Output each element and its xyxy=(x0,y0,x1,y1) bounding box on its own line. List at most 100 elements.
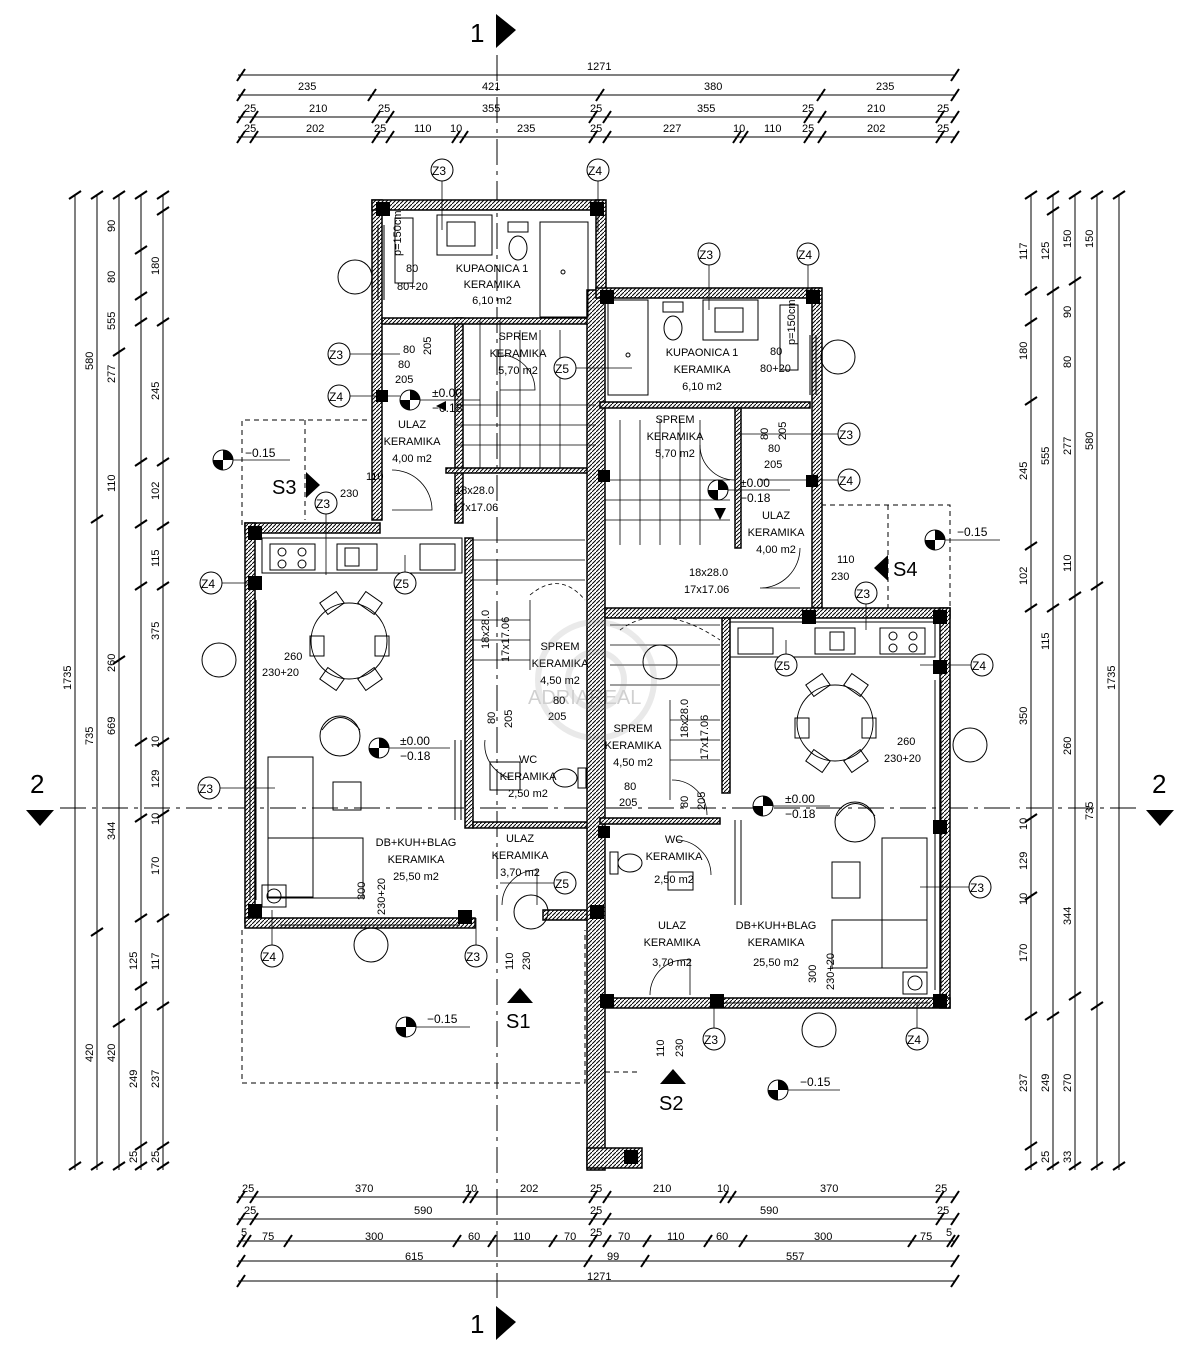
svg-text:25: 25 xyxy=(937,1205,949,1217)
dims-top: 1271 235 421 380 235 25 210 25 355 25 35… xyxy=(236,61,960,144)
svg-text:235: 235 xyxy=(517,123,535,135)
svg-text:25: 25 xyxy=(937,123,949,135)
svg-text:110: 110 xyxy=(513,1231,531,1243)
axis-bubbles: Z3 Z4 Z3 Z4 Z3 Z4 Z5 Z3 Z4 Z3 Z4 Z5 Z3 Z… xyxy=(197,158,994,1051)
opening-markers xyxy=(201,259,988,1048)
svg-text:ADRIAREAL: ADRIAREAL xyxy=(528,687,641,709)
svg-text:DB+KUH+BLAG: DB+KUH+BLAG xyxy=(736,920,817,932)
svg-text:235: 235 xyxy=(298,81,316,93)
svg-text:115: 115 xyxy=(1040,632,1052,650)
svg-text:210: 210 xyxy=(653,1183,671,1195)
svg-text:75: 75 xyxy=(262,1231,274,1243)
axis-bubble-z4: Z4 xyxy=(260,944,284,968)
svg-text:300: 300 xyxy=(356,882,368,900)
svg-text:235: 235 xyxy=(876,81,894,93)
svg-text:KERAMIKA: KERAMIKA xyxy=(674,364,732,376)
svg-text:−0.18: −0.18 xyxy=(785,807,816,821)
svg-text:735: 735 xyxy=(84,727,96,745)
svg-text:210: 210 xyxy=(309,103,327,115)
svg-text:125: 125 xyxy=(1040,242,1052,260)
svg-text:−0.15: −0.15 xyxy=(245,446,276,460)
svg-text:p=150cm: p=150cm xyxy=(786,299,798,345)
svg-text:205: 205 xyxy=(696,792,708,810)
svg-text:25: 25 xyxy=(1040,1151,1052,1163)
axis-bubble-z3: Z3 xyxy=(430,158,454,182)
section-arrow-s1: S1 xyxy=(506,988,533,1033)
svg-text:SPREM: SPREM xyxy=(655,414,694,426)
level-marker-left-terrace: −0.15 xyxy=(212,446,290,471)
svg-text:Z5: Z5 xyxy=(776,659,790,673)
svg-text:110: 110 xyxy=(366,471,384,483)
svg-text:370: 370 xyxy=(820,1183,838,1195)
svg-text:−0.15: −0.15 xyxy=(427,1012,458,1026)
svg-text:10: 10 xyxy=(150,736,162,748)
section-arrows: S1 S2 S3 S4 xyxy=(272,472,917,1115)
svg-text:Z3: Z3 xyxy=(329,348,343,362)
svg-text:80: 80 xyxy=(679,796,691,808)
svg-text:205: 205 xyxy=(619,797,637,809)
svg-text:102: 102 xyxy=(1018,567,1030,585)
svg-text:75: 75 xyxy=(920,1231,932,1243)
svg-text:80: 80 xyxy=(406,263,418,275)
svg-text:25: 25 xyxy=(128,1151,140,1163)
svg-text:2,50 m2: 2,50 m2 xyxy=(654,874,694,886)
dims-right: 1735 580 735 555 277 150 150 125 117 90 … xyxy=(1018,190,1126,1171)
axis-bubble-z3: Z3 xyxy=(854,581,878,605)
svg-text:117: 117 xyxy=(150,952,162,970)
svg-text:KERAMIKA: KERAMIKA xyxy=(748,527,806,539)
svg-text:180: 180 xyxy=(1018,342,1030,360)
svg-text:Z4: Z4 xyxy=(907,1033,921,1047)
axis-bubble-z3: Z3 xyxy=(314,491,338,515)
svg-text:±0.00: ±0.00 xyxy=(400,734,430,748)
svg-text:421: 421 xyxy=(482,81,500,93)
svg-text:WC: WC xyxy=(665,834,683,846)
svg-text:129: 129 xyxy=(1018,852,1030,870)
svg-text:−0.18: −0.18 xyxy=(740,491,771,505)
svg-text:300: 300 xyxy=(814,1231,832,1243)
svg-text:129: 129 xyxy=(150,770,162,788)
svg-text:25: 25 xyxy=(590,1227,602,1239)
svg-text:150: 150 xyxy=(1084,230,1096,248)
svg-text:125: 125 xyxy=(128,952,140,970)
level-marker-right-entry: ±0.00−0.18 xyxy=(707,476,790,505)
svg-text:25: 25 xyxy=(244,123,256,135)
svg-text:1735: 1735 xyxy=(62,666,74,690)
svg-text:205: 205 xyxy=(395,374,413,386)
axis-bubble-z4: Z4 xyxy=(199,571,223,595)
furniture xyxy=(261,214,936,995)
svg-text:344: 344 xyxy=(106,822,118,840)
opening-labels: 80 80+20 p=150cm 80 205 80 205 110 230 1… xyxy=(262,210,921,1057)
axis-bubble-z5: Z5 xyxy=(553,871,577,895)
svg-text:±0.00: ±0.00 xyxy=(432,386,462,400)
svg-text:25: 25 xyxy=(590,123,602,135)
svg-text:SPREM: SPREM xyxy=(540,641,579,653)
svg-text:5: 5 xyxy=(946,1227,952,1239)
svg-text:SPREM: SPREM xyxy=(498,331,537,343)
svg-text:Z3: Z3 xyxy=(839,428,853,442)
dims-bottom: 25 370 10 202 25 210 10 370 25 25 590 25… xyxy=(236,1183,960,1288)
svg-text:205: 205 xyxy=(777,422,789,440)
svg-text:1735: 1735 xyxy=(1106,666,1118,690)
svg-text:380: 380 xyxy=(704,81,722,93)
svg-text:350: 350 xyxy=(1018,707,1030,725)
level-markers: ±0.00−0.18 ±0.00−0.18 −0.15 −0.15 ±0.00−… xyxy=(212,386,1000,1101)
svg-text:10: 10 xyxy=(1018,893,1030,905)
level-marker-left-floor: ±0.00−0.18 xyxy=(368,734,450,763)
svg-text:237: 237 xyxy=(150,1070,162,1088)
svg-text:10: 10 xyxy=(450,123,462,135)
svg-text:230: 230 xyxy=(831,571,849,583)
svg-text:210: 210 xyxy=(867,103,885,115)
axis-bubble-z3: Z3 xyxy=(968,875,992,899)
svg-text:580: 580 xyxy=(84,352,96,370)
svg-text:KUPAONICA 1: KUPAONICA 1 xyxy=(666,347,739,359)
svg-text:S4: S4 xyxy=(893,559,917,581)
axis-bubble-z5: Z5 xyxy=(553,356,577,380)
